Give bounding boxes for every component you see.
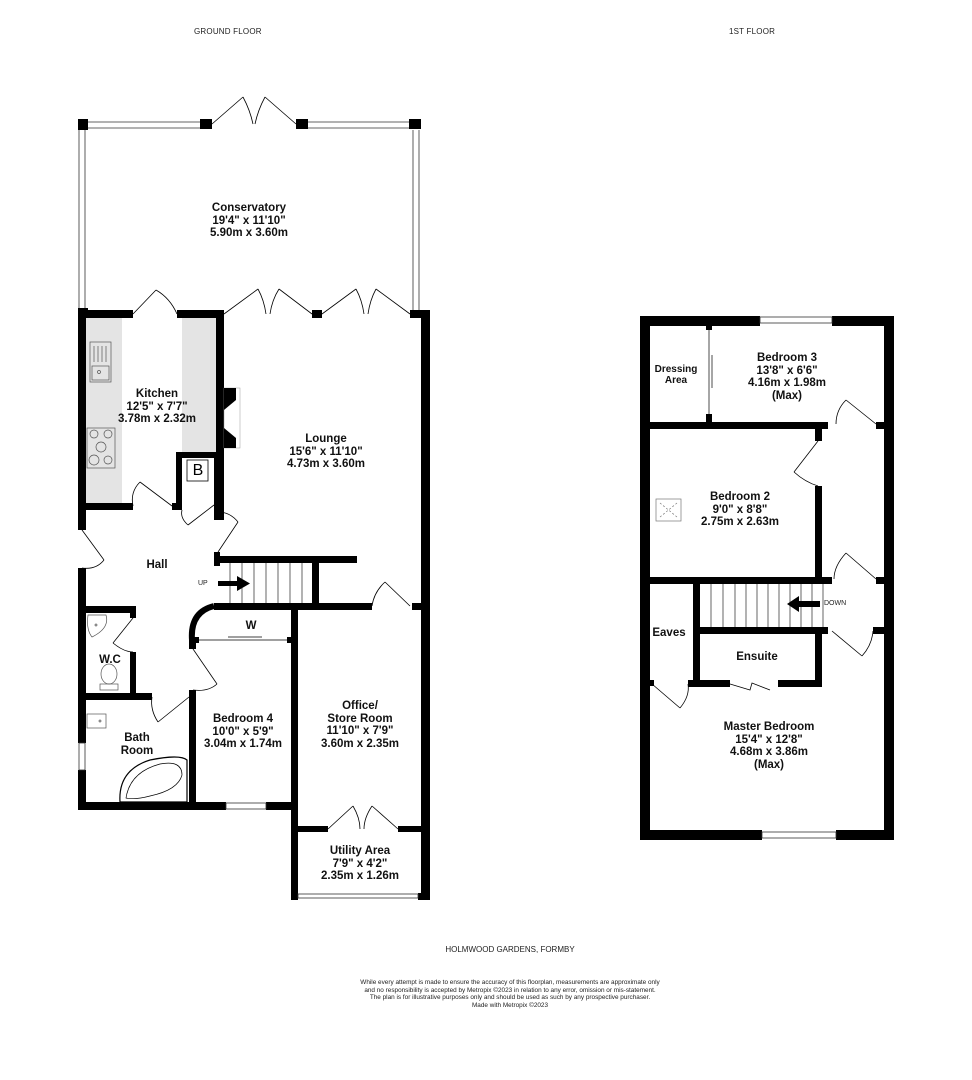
stairs-down-label: DOWN [824,600,847,607]
first-floor-plan [640,316,894,840]
lounge-label: Lounge 15'6" x 11'10" 4.73m x 3.60m [286,433,366,470]
bedroom4-label: Bedroom 4 10'0" x 5'9" 3.04m x 1.74m [203,713,283,750]
ground-walls [78,310,430,900]
first-doors [651,399,877,709]
hall-label: Hall [146,559,168,571]
bathtub-icon [119,756,188,803]
fireplace-icon [223,387,241,449]
office-label: Office/ Store Room 11'10" x 7'9" 3.60m x… [320,700,400,750]
conservatory-label: Conservatory 19'4" x 11'10" 5.90m x 3.60… [209,202,289,239]
conservatory-door [211,96,297,125]
wc-label: W.C [99,654,121,666]
stairs-up-label: UP [198,580,208,587]
boiler-box [186,459,209,482]
ground-windows [78,742,419,899]
property-address: HOLMWOOD GARDENS, FORMBY [445,945,575,954]
ensuite-label: Ensuite [736,651,778,663]
wc-fixtures-icon [87,614,119,691]
hob-icon [86,427,116,469]
bedroom2-label: Bedroom 2 9'0" x 8'8" 2.75m x 2.63m [700,491,780,528]
ground-floor-title: GROUND FLOOR [194,27,262,36]
first-windows [759,316,837,839]
wardrobe-label: W [245,620,257,632]
utility-label: Utility Area 7'9" x 4'2" 2.35m x 1.26m [320,845,400,882]
bedroom3-label: Bedroom 3 13'8" x 6'6" 4.16m x 1.98m (Ma… [747,352,827,402]
stairs-down-arrow-icon [787,596,820,612]
eaves-label: Eaves [652,627,686,639]
ground-doors [81,288,411,830]
first-walls [640,316,894,840]
kitchen-counter-left [86,318,122,503]
dressing-area-label: Dressing Area [654,364,698,386]
kitchen-counter-right [182,318,216,452]
ground-floor-plan [78,96,430,900]
skylight-icon [655,498,682,522]
curved-stair-wall [188,603,215,641]
bath-sink-icon [86,713,107,729]
conservatory-windows [78,121,420,312]
first-floor-title: 1ST FLOOR [729,27,776,36]
disclaimer: While every attempt is made to ensure th… [360,979,660,1009]
kitchen-label: Kitchen 12'5" x 7'7" 3.78m x 2.32m [117,388,197,425]
ground-stairs [229,563,303,603]
bathroom-label: Bath Room [120,732,154,757]
stairs-up-arrow-icon [218,576,250,591]
kitchen-sink-icon [89,341,112,383]
master-bedroom-label: Master Bedroom 15'4" x 12'8" 4.68m x 3.8… [723,721,815,771]
boiler-label: B [192,462,204,479]
